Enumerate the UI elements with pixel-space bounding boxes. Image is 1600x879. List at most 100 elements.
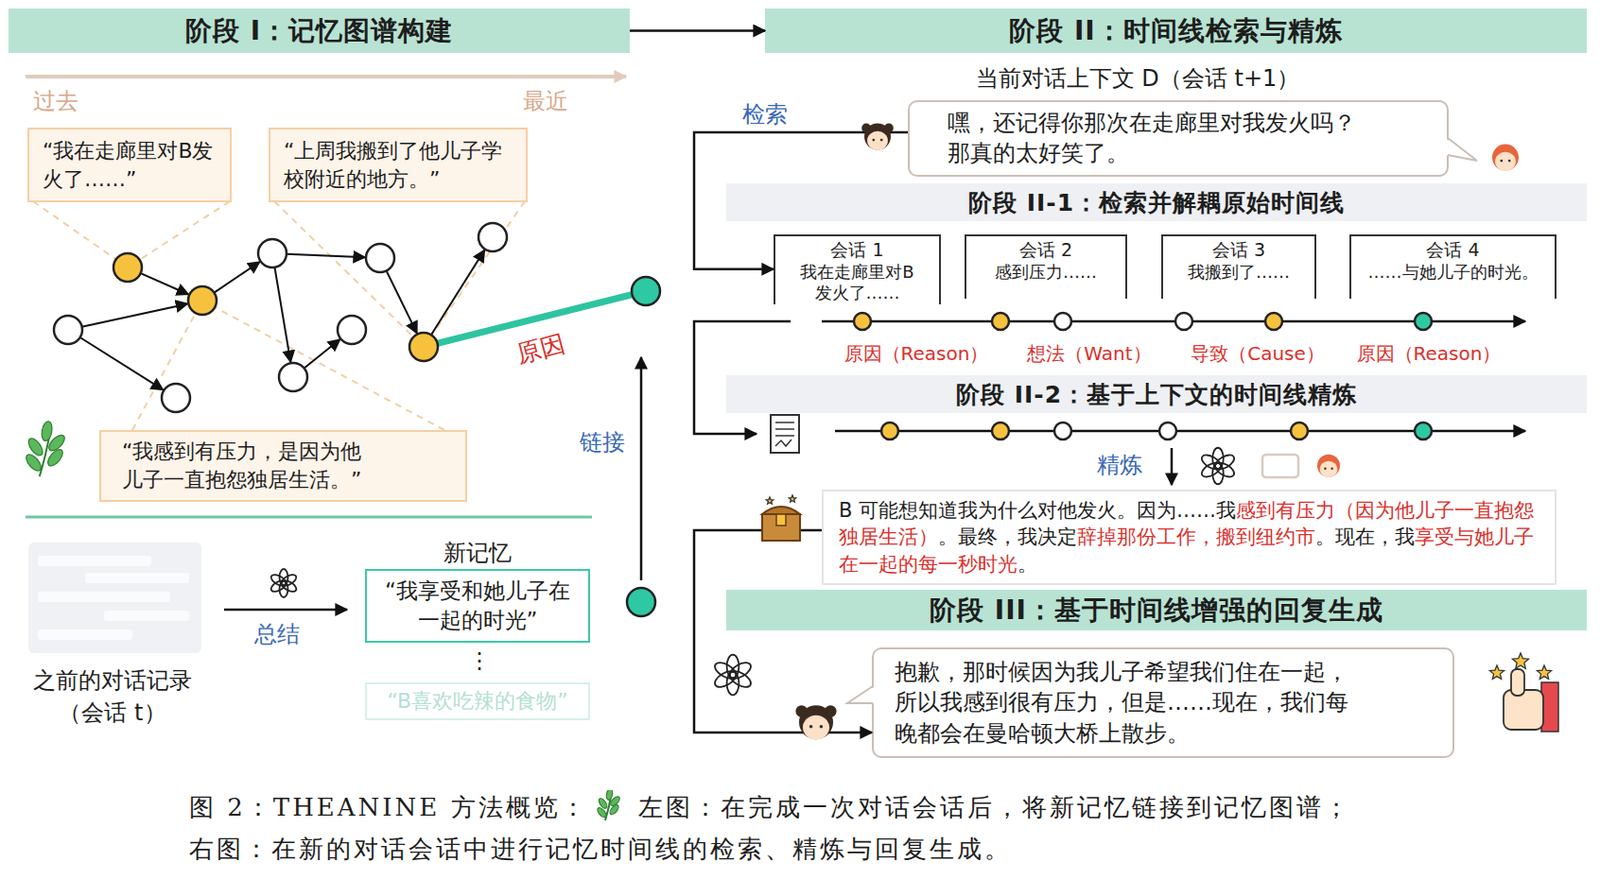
node-text: 阶段 II-1：检索并解耦原始时间线 <box>968 187 1345 219</box>
person-hair <box>861 123 871 134</box>
document-line <box>775 428 795 431</box>
timeline-event <box>881 422 899 440</box>
annotation-label: 过去 <box>33 86 79 119</box>
node-heading: 会话 4 <box>1358 238 1548 262</box>
annotation-label: 原因 <box>512 326 570 373</box>
speech-bubble: 嘿，还记得你那次在走廊里对我发火吗？那真的太好笑了。 <box>907 100 1449 177</box>
faded-memory-box: “B喜欢吃辣的食物” <box>365 682 591 721</box>
connector-label: 检索 <box>742 99 788 130</box>
star-icon <box>788 495 797 503</box>
node-text: 阶段 I：记忆图谱构建 <box>185 13 453 50</box>
graph-edge <box>140 273 190 295</box>
annotation-label: 导致（Cause） <box>1190 340 1325 367</box>
bubble-tail <box>847 686 876 704</box>
timeline-event <box>1159 422 1177 440</box>
chat-icon <box>1262 454 1299 478</box>
node-text: 阶段 III：基于时间线增强的回复生成 <box>929 592 1384 629</box>
substage-band: 阶段 II-2：基于上下文的时间线精炼 <box>726 375 1587 414</box>
timeline-event <box>1265 313 1283 331</box>
graph-edge <box>386 270 418 333</box>
node-text: ……与她儿子的时光。 <box>1358 261 1548 284</box>
document-line <box>775 434 795 437</box>
person-hair <box>824 705 837 718</box>
annotation-label: 原因（Reason） <box>1356 340 1502 367</box>
document-line <box>775 421 795 424</box>
person-eye <box>880 139 884 142</box>
annotation-label: 原因（Reason） <box>844 340 990 367</box>
highlight-text: 辞掉那份工作，搬到纽约市 <box>1077 525 1316 549</box>
node-text: 阶段 II：时间线检索与精炼 <box>1008 13 1343 50</box>
node-text: “B喜欢吃辣的食物” <box>386 687 568 716</box>
leader-line <box>202 300 445 431</box>
timeline-event <box>1175 313 1193 331</box>
dialogue-line <box>104 610 190 622</box>
star-icon <box>1489 665 1504 679</box>
person-face <box>867 131 888 151</box>
reason-link <box>423 291 646 348</box>
node-text: 我搬到了…… <box>1170 261 1307 284</box>
memory-node <box>53 315 83 345</box>
person-hair <box>1317 454 1340 478</box>
node-text: 我在走廊里对B发火了…… <box>794 261 921 305</box>
memory-box: “我感到有压力，是因为他儿子一直抱怨独居生活。” <box>99 430 468 503</box>
dialogue-log <box>28 542 202 654</box>
dialogue-line <box>37 591 171 603</box>
star-icon <box>1512 653 1529 669</box>
summary-arrow <box>224 608 348 612</box>
refined-timeline-box: B 可能想知道我为什么对他发火。因为……我感到有压力（因为他儿子一直抱怨独居生活… <box>821 489 1557 586</box>
link-arrow <box>640 357 644 581</box>
plain-text: B 可能想知道我为什么对他发火。因为……我 <box>838 499 1236 522</box>
person-eye <box>1508 159 1512 163</box>
document-icon <box>770 415 800 453</box>
graph-edge <box>82 303 189 327</box>
stage-band: 阶段 II：时间线检索与精炼 <box>765 8 1587 53</box>
annotation-label: 最近 <box>522 86 569 119</box>
memory-node <box>161 383 191 413</box>
star-icon <box>1536 665 1551 679</box>
memory-node <box>188 286 217 315</box>
timeline-event <box>1054 313 1072 331</box>
new-memory-box: 新记忆“我享受和她儿子在一起的时光” <box>365 537 591 644</box>
graph-edge <box>304 339 341 369</box>
bubble-tail-outline <box>1447 138 1478 161</box>
memory-box: “我在走廊里对B发火了……” <box>27 127 232 203</box>
leaf-blade <box>40 420 54 442</box>
person-hair <box>795 705 808 718</box>
thumb-hand <box>1503 690 1544 731</box>
flow-connector <box>629 29 766 33</box>
person-hair <box>884 123 894 134</box>
chest-lid <box>762 506 800 515</box>
node-heading: 会话 2 <box>973 238 1118 262</box>
bubble-tail-outline <box>847 686 873 704</box>
graph-edge <box>431 250 485 336</box>
person-eye <box>809 725 814 730</box>
memory-node <box>409 332 438 362</box>
person-hair <box>1492 144 1519 172</box>
session-bracket: 会话 1我在走廊里对B发火了…… <box>773 234 941 305</box>
dialogue-line <box>85 573 190 584</box>
timeline-event <box>1414 422 1432 440</box>
highlight-text: 感到有压力（因为他儿子一直抱怨独居生活） <box>838 499 1534 549</box>
node-text: “上周我搬到了他儿子学校附近的地方。” <box>283 137 513 193</box>
flow-connector <box>694 530 872 733</box>
annotation-label: ⋮ <box>468 645 491 679</box>
node-heading: 会话 1 <box>794 238 921 262</box>
node-heading: 会话 3 <box>1170 238 1307 262</box>
bubble-tail <box>1444 138 1478 161</box>
memory-node <box>278 363 308 392</box>
caption-leaf-icon <box>591 790 625 823</box>
caption-part: 图 2：THEANINE 方法概览： <box>189 793 589 822</box>
node-text: 抱歉，那时候因为我儿子希望我们住在一起，所以我感到很有压力，但是……现在，我们每… <box>894 657 1358 749</box>
memory-node <box>337 315 366 345</box>
timeline-event <box>853 313 871 331</box>
timeline-event <box>1414 313 1432 331</box>
person-face <box>1320 461 1339 478</box>
plain-text: 。 <box>1017 553 1038 576</box>
timeline-event <box>991 422 1009 440</box>
timeline-event <box>1290 422 1308 440</box>
node-text: 感到压力…… <box>973 261 1118 284</box>
person-eye <box>1330 468 1333 470</box>
graph-edge <box>274 267 291 363</box>
